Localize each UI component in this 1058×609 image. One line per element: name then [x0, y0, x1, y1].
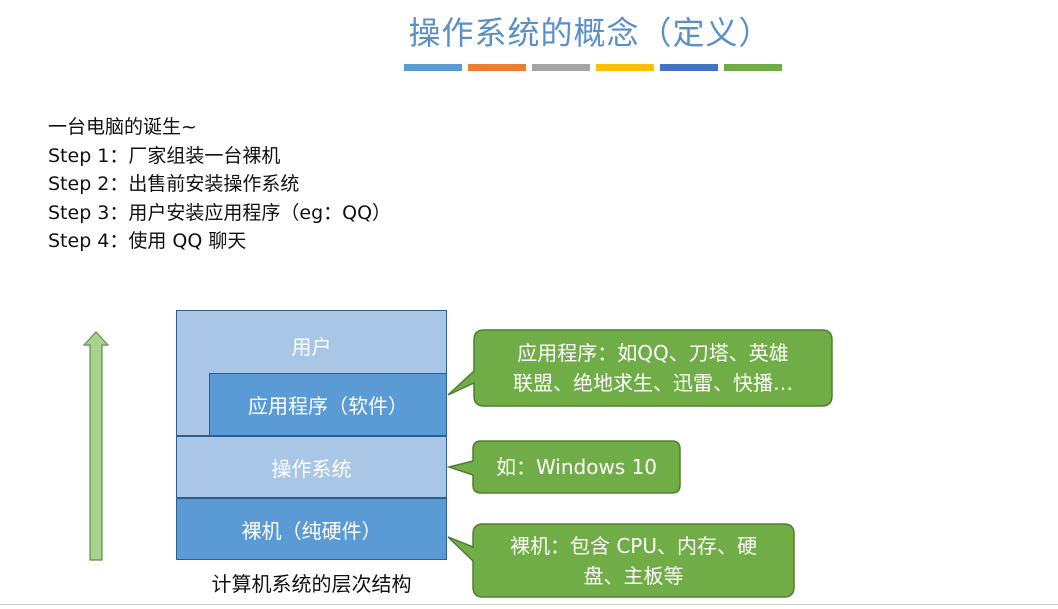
layer-application: 应用程序（软件） [209, 373, 447, 436]
callout-application: 应用程序：如QQ、刀塔、英雄 联盟、绝地求生、迅雷、快播… [446, 327, 836, 411]
callout-os-shape [446, 440, 681, 494]
step-3: Step 3：用户安装应用程序（eg：QQ） [48, 201, 392, 224]
callout-os: 如：Windows 10 [446, 439, 686, 495]
callout-hardware: 裸机：包含 CPU、内存、硬 盘、主板等 [446, 521, 798, 601]
layer-user-label: 用户 [291, 335, 332, 359]
callout-application-line-2: 联盟、绝地求生、迅雷、快播… [513, 371, 793, 395]
accent-color-bars [404, 64, 782, 71]
callout-os-text: 如：Windows 10 [475, 452, 678, 482]
step-2: Step 2：出售前安装操作系统 [48, 173, 300, 195]
layer-os-label: 操作系统 [271, 456, 352, 481]
step-1: Step 1：厂家组装一台裸机 [48, 144, 281, 167]
accent-bar-6 [724, 64, 782, 71]
accent-bar-2 [468, 64, 526, 71]
layer-application-label: 应用程序（软件） [248, 394, 408, 418]
accent-bar-5 [660, 64, 718, 71]
up-arrow-icon [83, 331, 109, 561]
intro-list: 一台电脑的诞生~ Step 1：厂家组装一台裸机 Step 2：出售前安装操作系… [48, 113, 391, 256]
callout-hardware-line-1: 裸机：包含 CPU、内存、硬 [509, 534, 758, 558]
layer-operating-system: 操作系统 [176, 436, 447, 498]
accent-bar-1 [404, 64, 462, 71]
bottom-divider [0, 604, 1058, 605]
step-4: Step 4：使用 QQ 聊天 [48, 230, 247, 252]
accent-bar-4 [596, 64, 654, 71]
intro-heading: 一台电脑的诞生~ [48, 116, 197, 138]
callout-os-line-1: 如：Windows 10 [495, 455, 658, 479]
diagram-caption: 计算机系统的层次结构 [211, 572, 412, 596]
layer-hardware-label: 裸机（纯硬件） [241, 518, 382, 543]
callout-hardware-line-2: 盘、主板等 [583, 564, 684, 588]
callout-application-text: 应用程序：如QQ、刀塔、英雄 联盟、绝地求生、迅雷、快播… [476, 338, 830, 398]
callout-application-line-1: 应用程序：如QQ、刀塔、英雄 [517, 341, 789, 365]
slide-title: 操作系统的概念（定义） [408, 14, 772, 52]
layer-hardware: 裸机（纯硬件） [176, 498, 447, 560]
callout-hardware-shape [447, 523, 795, 598]
accent-bar-3 [532, 64, 590, 71]
callout-application-shape [447, 329, 833, 407]
callout-hardware-text: 裸机：包含 CPU、内存、硬 盘、主板等 [475, 531, 792, 591]
